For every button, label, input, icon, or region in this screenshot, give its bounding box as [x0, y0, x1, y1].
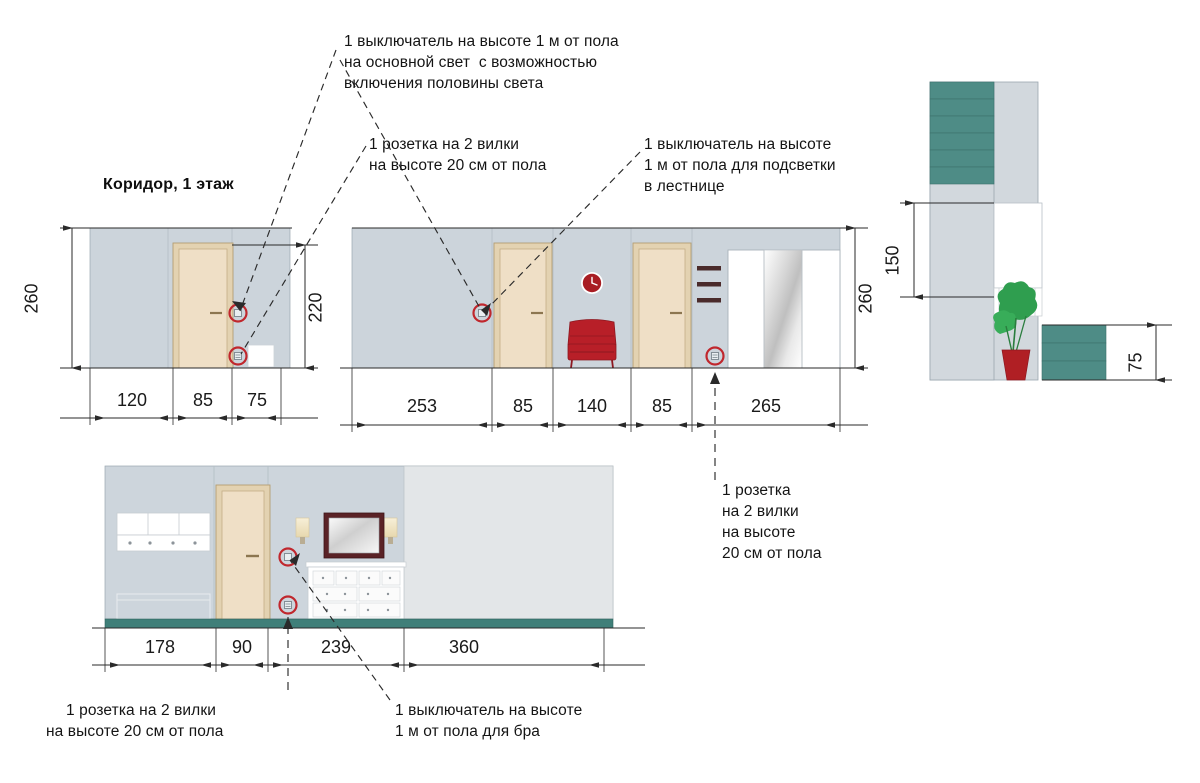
- wall-sconce-right: [383, 517, 398, 544]
- dim-stair-150: 150: [882, 245, 903, 276]
- note-socket-right-line3: на высоте: [722, 524, 796, 541]
- elevation-left: [60, 225, 318, 425]
- socket-symbol-bottom: [278, 595, 298, 615]
- stair-treads-upper: [929, 81, 995, 185]
- wall-clock-icon: [581, 272, 603, 294]
- dresser: [305, 561, 407, 620]
- dim-left-width-2: 85: [192, 390, 214, 410]
- dimension-chain-bottom: [92, 628, 645, 672]
- dim-bottom-width-2: 90: [231, 637, 253, 657]
- note-socket-top-line2: на высоте 20 см от пола: [369, 157, 547, 174]
- dim-main-width-4: 85: [651, 396, 673, 416]
- page-title: Коридор, 1 этаж: [103, 176, 234, 193]
- stair-treads-lower: [1041, 324, 1107, 381]
- dim-main-width-3: 140: [576, 396, 608, 416]
- wall-hook-bars: [697, 266, 721, 303]
- dim-bottom-width-3: 239: [320, 637, 352, 657]
- note-socket-right-line4: 20 см от пола: [722, 545, 822, 562]
- leader-lines: [239, 49, 716, 701]
- note-stair-switch-line3: в лестнице: [644, 178, 725, 195]
- dim-left-width-3: 75: [246, 390, 268, 410]
- dim-left-door-220: 220: [305, 292, 326, 323]
- dim-main-height-260: 260: [855, 283, 876, 314]
- dim-main-width-5: 265: [750, 396, 782, 416]
- note-stair-switch-line1: 1 выключатель на высоте: [644, 136, 832, 153]
- leader-stair-switch: [486, 151, 641, 310]
- wall-sconce-left: [295, 517, 310, 544]
- dim-left-width-1: 120: [116, 390, 148, 410]
- note-main-switch-line1: 1 выключатель на высоте 1 м от пола: [344, 33, 619, 50]
- note-socket-bottom-line2: на высоте 20 см от пола: [46, 723, 224, 740]
- dim-bottom-width-4: 360: [448, 637, 480, 657]
- section-stair: [900, 81, 1172, 383]
- socket-symbol-left: [228, 346, 248, 366]
- wardrobe: [727, 249, 841, 369]
- dimension-chain-main: [340, 368, 868, 432]
- dim-main-width-1: 253: [406, 396, 438, 416]
- note-sconce-switch-line2: 1 м от пола для бра: [395, 723, 541, 740]
- dim-left-height-260: 260: [21, 283, 42, 314]
- note-socket-bottom-line1: 1 розетка на 2 вилки: [66, 702, 216, 719]
- mirror: [323, 512, 385, 559]
- coat-rack: [116, 512, 211, 552]
- note-socket-top-line1: 1 розетка на 2 вилки: [369, 136, 519, 153]
- leader-main-switch-a: [239, 49, 337, 312]
- note-socket-right-line2: на 2 вилки: [722, 503, 799, 520]
- plant-icon: [993, 281, 1038, 381]
- note-main-switch-line2: на основной свет с возможностью: [344, 54, 598, 71]
- note-socket-right-line1: 1 розетка: [722, 482, 791, 499]
- dim-bottom-width-1: 178: [144, 637, 176, 657]
- note-stair-switch-line2: 1 м от пола для подсветки: [644, 157, 836, 174]
- dim-stair-75: 75: [1125, 352, 1146, 373]
- leader-socket-top: [240, 145, 367, 355]
- socket-symbol-main: [705, 346, 725, 366]
- elevation-bottom: [92, 465, 645, 672]
- note-sconce-switch-line1: 1 выключатель на высоте: [395, 702, 583, 719]
- leader-sconce-switch: [289, 559, 391, 701]
- note-main-switch-line3: включения половины света: [344, 75, 544, 92]
- dim-main-width-2: 85: [512, 396, 534, 416]
- armchair-icon: [567, 319, 617, 369]
- elevation-main: [340, 225, 868, 432]
- leader-arrowheads: [232, 301, 720, 629]
- dimension-chain-left: [60, 368, 318, 425]
